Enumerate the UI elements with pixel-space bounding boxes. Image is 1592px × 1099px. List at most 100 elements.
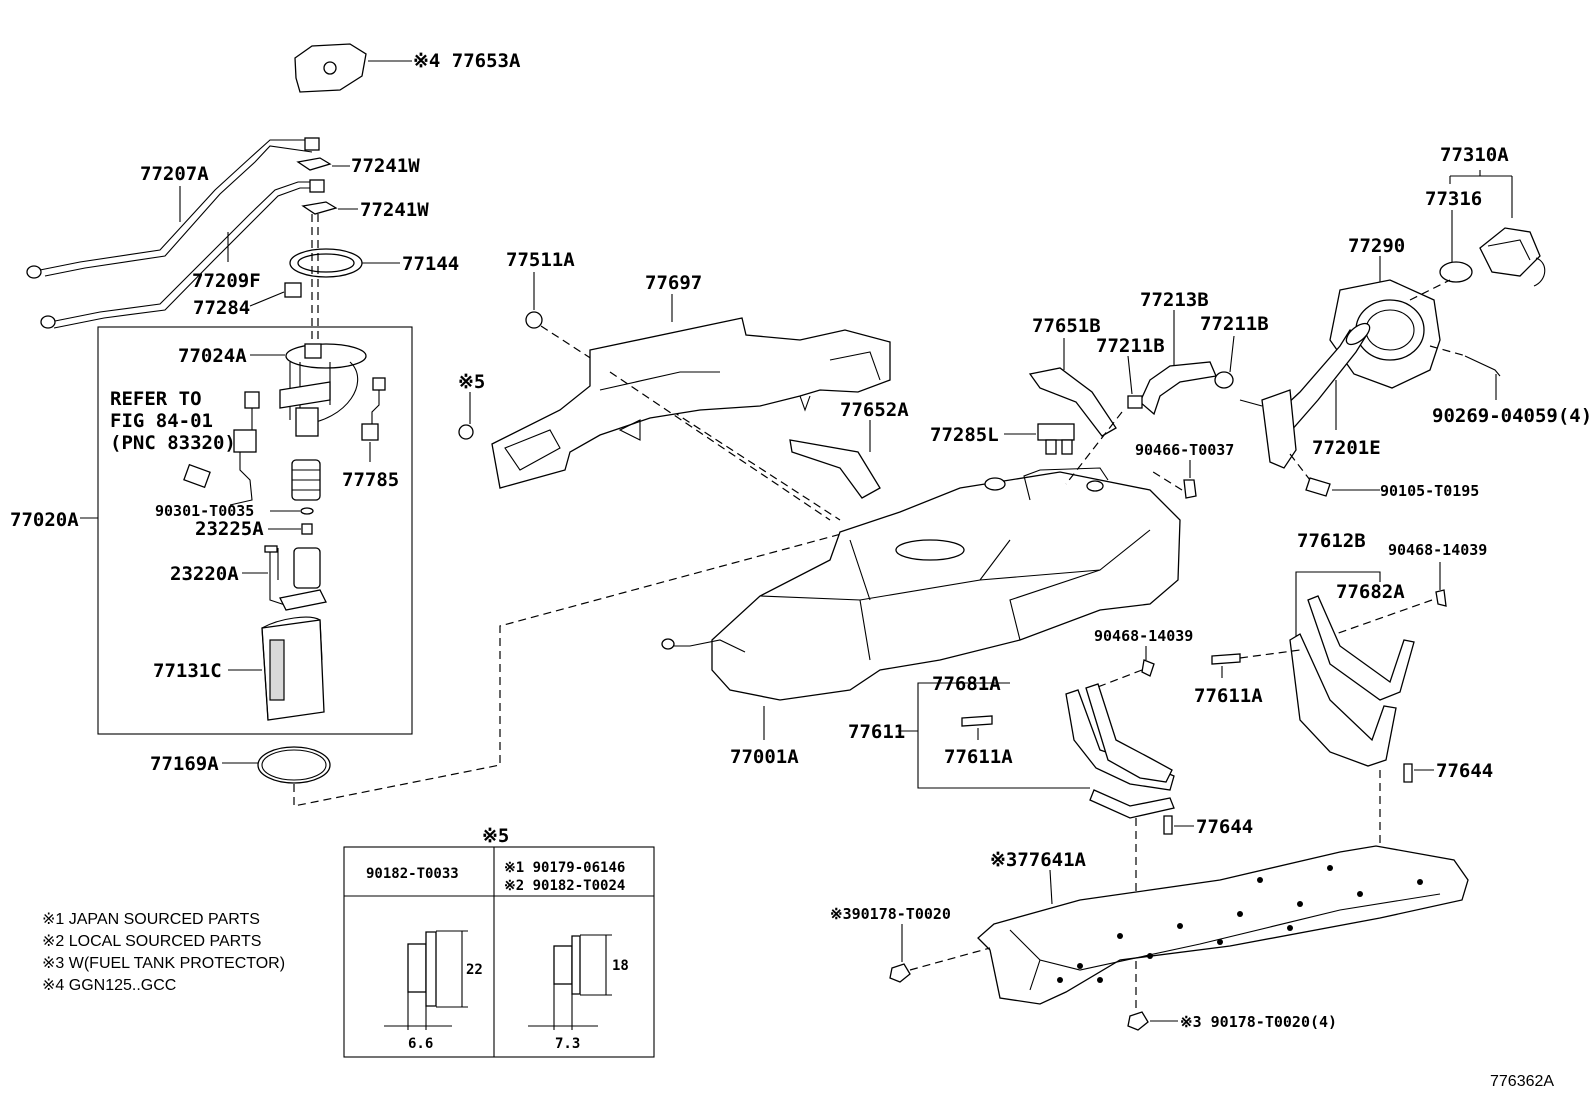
label-77213B: 77213B (1140, 289, 1209, 311)
table-title: ※5 (482, 825, 509, 847)
bolt-90105-shape (1305, 477, 1331, 497)
fuel-pump-23220A-shape (264, 545, 327, 611)
table-col2-width: 7.3 (555, 1036, 580, 1052)
nut-90178-2-shape (1127, 1011, 1149, 1031)
table-col2-header-2: ※2 90182-T0024 (504, 878, 625, 894)
note-3: ※3 W(FUEL TANK PROTECTOR) (42, 955, 285, 972)
label-77651B: 77651B (1032, 315, 1101, 337)
label-77653A: ※4 77653A (413, 50, 521, 72)
fuel-tank-77001A-shape (661, 467, 1181, 701)
bolt-77611A-1-shape (1211, 653, 1241, 665)
label-77284: 77284 (193, 297, 250, 319)
part-23225A-shape (301, 523, 313, 535)
protector-77651B-shape (1028, 367, 1117, 437)
label-23220A: 23220A (170, 563, 239, 585)
table-col1-width: 6.6 (408, 1036, 433, 1052)
label-77681A: 77681A (932, 673, 1001, 695)
clip-77241W-shapes (296, 157, 358, 215)
gasket-77169A-shape (257, 746, 331, 784)
screw-90269-shape (1464, 355, 1501, 377)
clamp-77211B-1-shape (1127, 395, 1143, 409)
label-90468-1: 90468-14039 (1388, 541, 1487, 559)
label-90178-1: ※390178-T0020 (830, 905, 951, 923)
clip-note5-shape (458, 424, 474, 440)
label-77785: 77785 (342, 469, 399, 491)
gasket-77316-shape (1439, 261, 1473, 283)
refer-line-2: FIG 84-01 (110, 410, 213, 432)
hose-77213B-shape (1139, 361, 1217, 416)
filler-box-77290-shape (1329, 279, 1441, 389)
label-23225A: 23225A (195, 518, 264, 540)
clip-90466-shape (1183, 479, 1197, 499)
label-77209F: 77209F (192, 270, 261, 292)
note-1: ※1 JAPAN SOURCED PARTS (42, 911, 260, 928)
note-2: ※2 LOCAL SOURCED PARTS (42, 933, 261, 950)
tank-protector-77641A-shape (977, 845, 1469, 1005)
connector-77785-shape (361, 377, 386, 462)
label-77290: 77290 (1348, 235, 1405, 257)
label-77511A: 77511A (506, 249, 575, 271)
label-77020A: 77020A (10, 509, 79, 531)
shield-77652A-shape (789, 439, 881, 499)
label-77682A: 77682A (1336, 581, 1405, 603)
label-77611A-1: 77611A (1194, 685, 1263, 707)
label-77211B-1: 77211B (1096, 335, 1165, 357)
o-ring-90301-shape (300, 507, 314, 515)
fuel-sender-shape (183, 391, 260, 506)
nut-90178-1-shape (889, 963, 911, 983)
strap-77682A-shape (1307, 595, 1415, 701)
heat-shield-77697-shape (491, 317, 891, 489)
clamp-77211B-2-shape (1214, 371, 1234, 389)
filler-pipe-77201E-shape (1239, 322, 1371, 469)
label-90178-2: ※3 90178-T0020(4) (1180, 1013, 1337, 1031)
pump-housing-77131C-shape (261, 616, 325, 721)
label-90105: 90105-T0195 (1380, 482, 1479, 500)
label-90301: 90301-T0035 (155, 502, 254, 520)
label-77131C: 77131C (153, 660, 222, 682)
label-77652A: 77652A (840, 399, 909, 421)
part-77653A-shape (294, 43, 412, 93)
table-col2-height: 18 (612, 958, 629, 974)
table-col1-header: 90182-T0033 (366, 866, 459, 882)
label-77144: 77144 (402, 253, 459, 275)
clamp-77285L-shape (1037, 423, 1075, 455)
label-77641A: ※377641A (990, 849, 1087, 871)
label-90468-2: 90468-14039 (1094, 627, 1193, 645)
note-4: ※4 GGN125..GCC (42, 977, 176, 994)
clip-90468-1-shape (1435, 589, 1447, 607)
retainer-ring-77144-shape (289, 214, 400, 348)
label-77310A: 77310A (1440, 144, 1509, 166)
label-90466: 90466-T0037 (1135, 441, 1234, 459)
label-77697: 77697 (645, 272, 702, 294)
label-77241W-2: 77241W (360, 199, 429, 221)
label-77611A-2: 77611A (944, 746, 1013, 768)
label-77207A: 77207A (140, 163, 209, 185)
label-77211B-2: 77211B (1200, 313, 1269, 335)
label-77201E: 77201E (1312, 437, 1381, 459)
figure-id: 776362A (1490, 1073, 1554, 1090)
label-77285L: 77285L (930, 424, 999, 446)
pump-module-box (97, 326, 413, 735)
label-77612B: 77612B (1297, 530, 1366, 552)
bolt-spec-table (343, 846, 655, 1058)
label-77169A: 77169A (150, 753, 219, 775)
label-90269: 90269-04059(4) (1432, 405, 1592, 427)
refer-line-1: REFER TO (110, 388, 202, 410)
bolt-77644-2-shape (1403, 763, 1413, 783)
label-77644-2: 77644 (1436, 760, 1493, 782)
bolt-77644-1-shape (1163, 815, 1173, 835)
label-77316: 77316 (1425, 188, 1482, 210)
clip-90468-2-shape (1141, 659, 1155, 677)
clip-77511A-shape (525, 311, 543, 329)
fuel-filter-shape (291, 459, 321, 501)
table-col2-header-1: ※1 90179-06146 (504, 860, 625, 876)
table-col1-height: 22 (466, 962, 483, 978)
bolt-77611A-2-shape (961, 715, 993, 727)
fuel-tube-shapes (26, 137, 325, 329)
label-note5-small: ※5 (458, 371, 485, 393)
pump-bracket-77024A-shape (279, 343, 367, 437)
part-77284-shape (284, 282, 302, 298)
label-77241W-1: 77241W (351, 155, 420, 177)
strap-77612B-shape (1289, 633, 1397, 767)
